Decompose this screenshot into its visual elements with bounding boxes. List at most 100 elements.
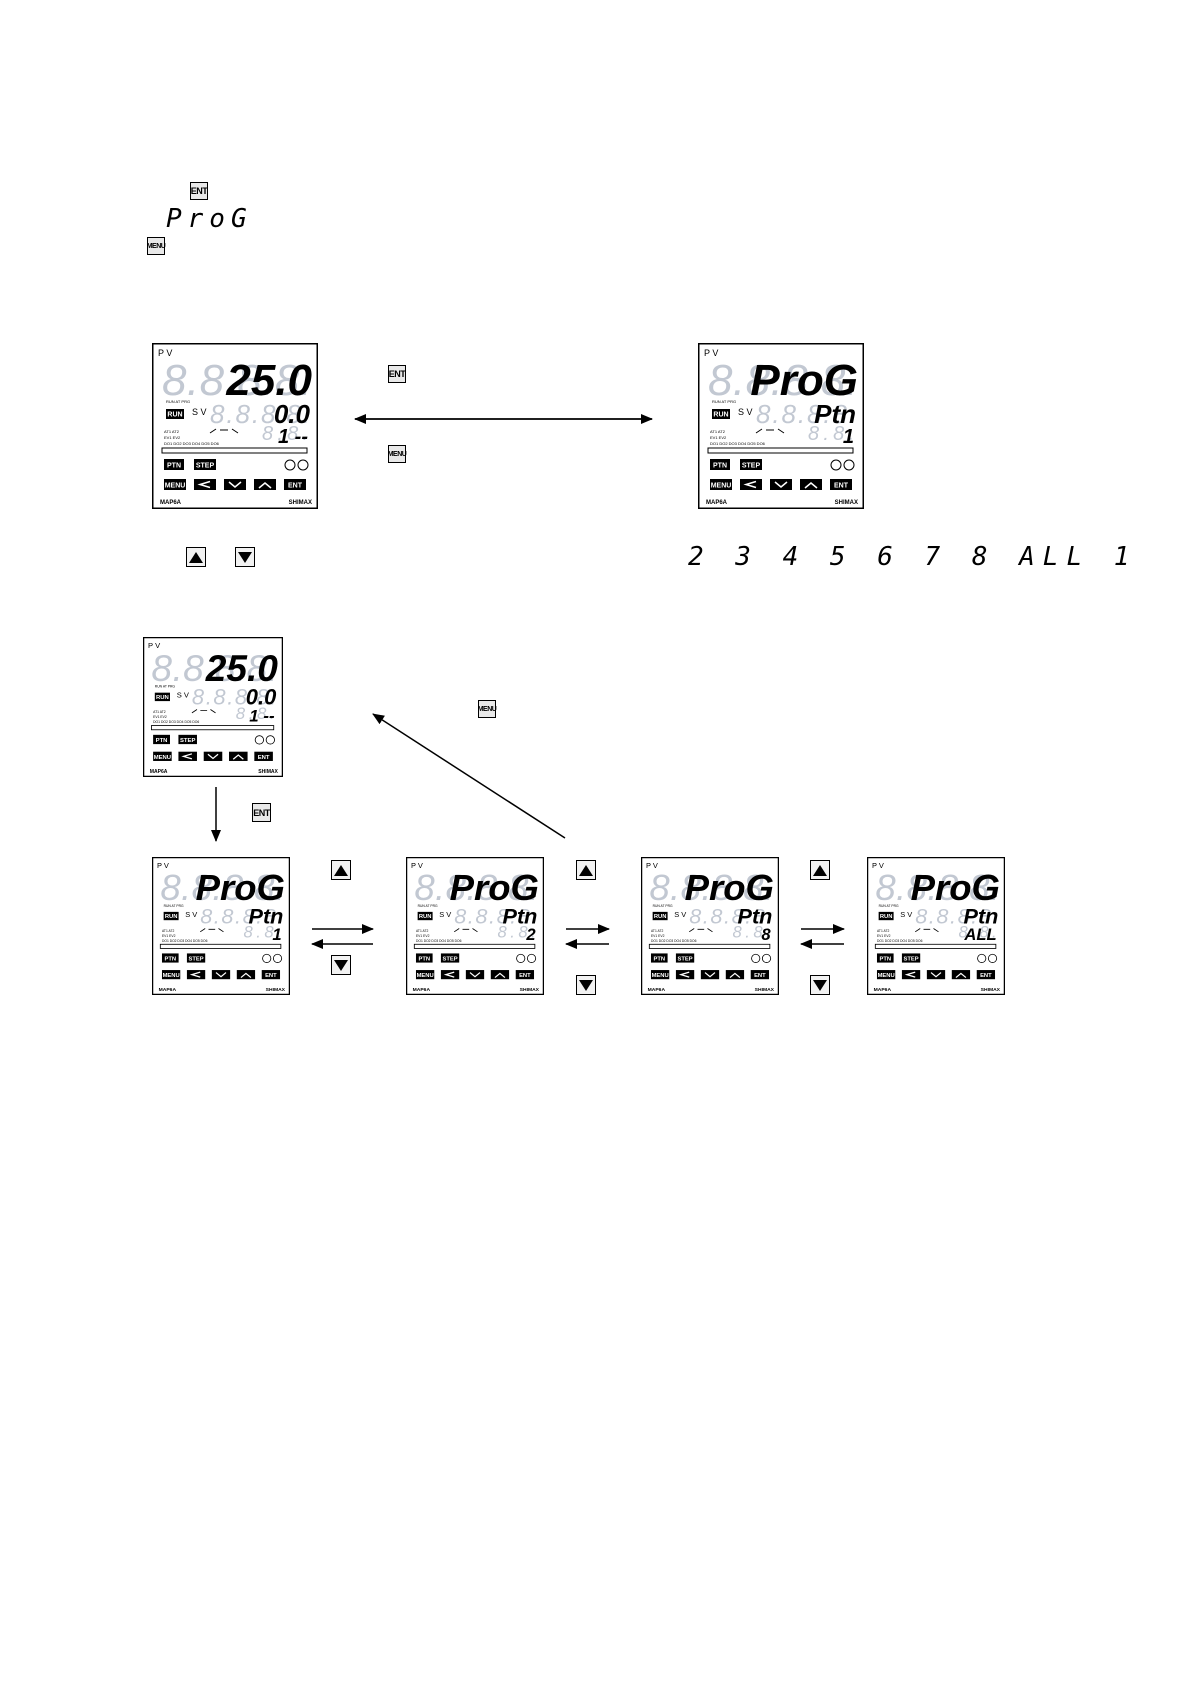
ent-key: ENT bbox=[976, 970, 996, 980]
sv-ghost-segments: 8.8.8.8. bbox=[454, 904, 537, 929]
ent-key: ENT bbox=[254, 751, 273, 761]
left-key bbox=[901, 970, 921, 980]
svg-text:STEP: STEP bbox=[903, 957, 918, 963]
down-triangle-icon bbox=[579, 979, 593, 991]
sub-value: 2 bbox=[525, 925, 536, 944]
progress-bar bbox=[874, 943, 997, 949]
sv-value: Ptn bbox=[814, 399, 856, 429]
brand-label: SHIMAX bbox=[835, 500, 858, 506]
svg-text:ENT: ENT bbox=[834, 483, 849, 490]
ptn-key: PTN bbox=[415, 953, 433, 963]
left-chevron-icon bbox=[197, 480, 211, 489]
up-triangle-icon bbox=[334, 864, 348, 876]
step-key: STEP bbox=[440, 953, 460, 963]
sub-value: 1 bbox=[843, 426, 854, 448]
down-key bbox=[700, 970, 720, 980]
svg-text:STEP: STEP bbox=[196, 463, 215, 470]
up-key bbox=[490, 970, 510, 980]
alarm-indicators: AT1 AT2 bbox=[710, 429, 726, 434]
menu-key-icon: MENU bbox=[388, 445, 407, 463]
output-indicators: DO1 DO2 DO3 DO4 DO5 DO6 bbox=[162, 939, 208, 943]
menu-key: MENU bbox=[710, 479, 732, 490]
sub-value: 1 bbox=[272, 925, 281, 944]
svg-text:STEP: STEP bbox=[742, 463, 761, 470]
sv-label: S V bbox=[738, 407, 753, 417]
pv-label: P V bbox=[872, 861, 884, 870]
sv-ghost-segments: 8.8.8.8. bbox=[200, 904, 283, 929]
svg-text:STEP: STEP bbox=[180, 738, 195, 744]
output-indicators: DO1 DO2 DO3 DO4 DO5 DO6 bbox=[416, 939, 462, 943]
left-key bbox=[740, 479, 762, 490]
pv-label: P V bbox=[646, 861, 658, 870]
arrow-icon bbox=[372, 713, 566, 839]
down-key-icon bbox=[235, 547, 255, 567]
alarm-indicators: AT1 AT2 bbox=[162, 929, 175, 933]
up-triangle-icon bbox=[189, 551, 203, 563]
pv-value: ProG bbox=[750, 356, 858, 405]
up-key bbox=[725, 970, 745, 980]
pv-value: ProG bbox=[196, 867, 285, 908]
alarm-indicators: AT1 AT2 bbox=[877, 929, 890, 933]
menu-key: MENU bbox=[161, 970, 181, 980]
progress-bar bbox=[707, 447, 854, 454]
pv-ghost-segments: 8.8.8.8. bbox=[414, 867, 539, 908]
svg-text:MENU: MENU bbox=[154, 755, 171, 761]
model-label: MAP6A bbox=[874, 987, 892, 993]
run-lamp: RUN bbox=[712, 409, 730, 419]
down-key bbox=[770, 479, 792, 490]
output-indicators: DO1 DO2 DO3 DO4 DO5 DO6 bbox=[877, 939, 923, 943]
pv-ghost-segments: 8.8.8.8. bbox=[649, 867, 774, 908]
svg-text:PTN: PTN bbox=[418, 957, 430, 963]
brand-label: SHIMAX bbox=[520, 987, 540, 993]
sv-ghost-segments: 8.8.8.8. bbox=[689, 904, 772, 929]
chevron-up-icon bbox=[729, 972, 741, 979]
sv-ghost-segments: 8.8.8.8. bbox=[756, 399, 856, 429]
pv-ghost-segments: 8.8.8.8. bbox=[875, 867, 1000, 908]
svg-text:PTN: PTN bbox=[167, 463, 181, 470]
brand-label: SHIMAX bbox=[289, 500, 312, 506]
sv-ghost-segments: 8.8.8.8. bbox=[192, 684, 276, 709]
alarm-indicators: AT1 AT2 bbox=[153, 710, 166, 714]
sv-value: Ptn bbox=[249, 904, 284, 929]
pv-label: P V bbox=[704, 348, 718, 358]
step-key: STEP bbox=[186, 953, 206, 963]
brand-label: SHIMAX bbox=[258, 769, 278, 775]
sv-value: 0.0 bbox=[274, 399, 311, 429]
status-indicators: RUN AT PRG bbox=[653, 904, 673, 908]
ptn-key: PTN bbox=[650, 953, 668, 963]
sv-label: S V bbox=[177, 691, 190, 700]
left-key bbox=[675, 970, 695, 980]
pv-label: P V bbox=[148, 641, 161, 650]
model-label: MAP6A bbox=[150, 769, 168, 775]
event-indicators: EV1 EV2 bbox=[877, 934, 891, 938]
pattern-sequence: 2 3 4 5 6 7 8 ALL 1 bbox=[688, 542, 1138, 572]
brand-label: SHIMAX bbox=[266, 987, 286, 993]
step-key: STEP bbox=[178, 734, 197, 745]
model-label: MAP6A bbox=[160, 500, 182, 506]
up-key bbox=[254, 479, 276, 490]
status-indicators: RUN AT PRG bbox=[166, 399, 190, 404]
pv-value: 25.0 bbox=[205, 647, 279, 689]
down-key-icon bbox=[810, 975, 830, 995]
left-chevron-icon bbox=[189, 971, 201, 978]
chevron-down-icon bbox=[228, 481, 242, 488]
progress-bar bbox=[159, 943, 282, 949]
lamp-icon bbox=[516, 953, 526, 963]
chevron-down-icon bbox=[930, 972, 942, 978]
pv-value: ProG bbox=[911, 867, 1000, 908]
lamp-icon bbox=[272, 953, 283, 963]
sv-label: S V bbox=[192, 407, 207, 417]
ent-key: ENT bbox=[830, 479, 852, 490]
down-key-icon bbox=[576, 975, 596, 995]
svg-text:ENT: ENT bbox=[258, 755, 270, 761]
svg-text:RUN: RUN bbox=[165, 914, 178, 920]
left-chevron-icon bbox=[904, 971, 916, 978]
output-indicators: DO1 DO2 DO3 DO4 DO5 DO6 bbox=[153, 720, 199, 724]
run-lamp: RUN bbox=[652, 911, 668, 921]
